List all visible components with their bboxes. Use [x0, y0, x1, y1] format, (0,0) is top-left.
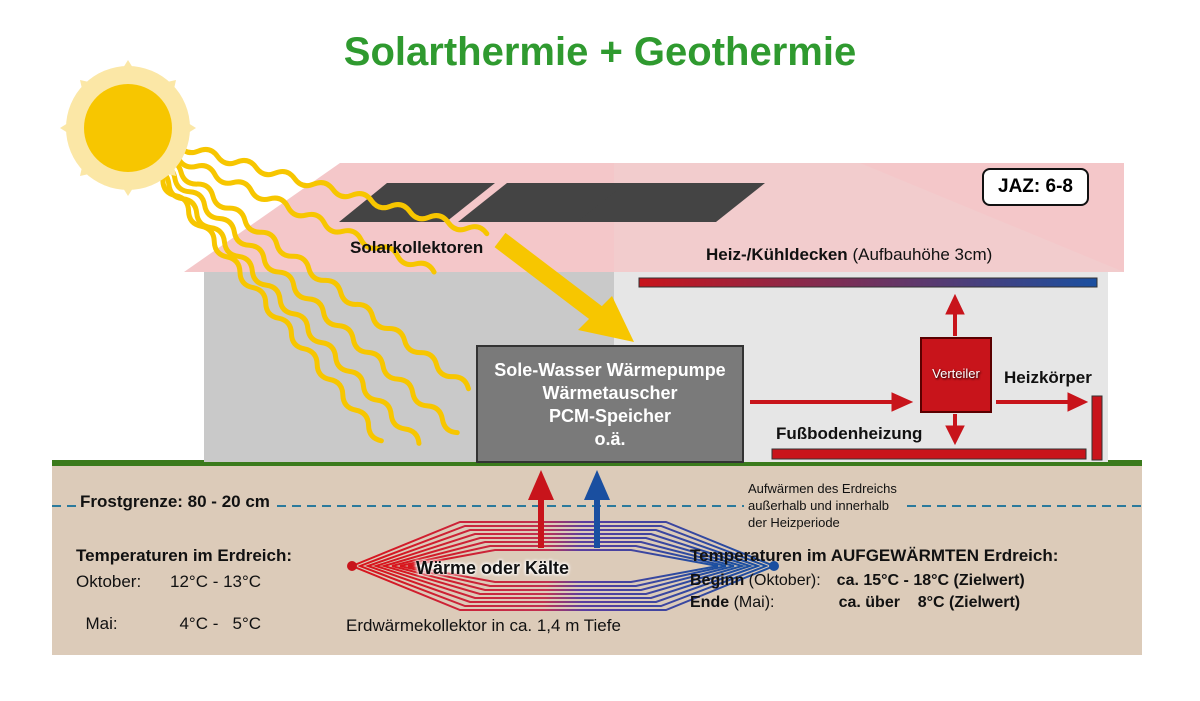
ray: [157, 146, 437, 275]
right-table-heading: Temperaturen im AUFGEWÄRMTEN Erdreich:: [690, 546, 1059, 565]
arrow-icon: [945, 293, 965, 315]
warming-note: Aufwärmen des Erdreichs außerhalb und in…: [744, 480, 901, 531]
distributor-box: Verteiler: [920, 337, 992, 413]
warming-note-line: Aufwärmen des Erdreichs: [748, 481, 897, 496]
row-label: Beginn: [690, 572, 745, 589]
arrow-icon: [945, 425, 965, 446]
radiator-bar: [1091, 395, 1103, 461]
arrow-icon: [494, 232, 606, 324]
right-table-row: Beginn (Oktober): ca. 15°C - 18°C (Zielwe…: [690, 572, 1025, 590]
solar-panel-icon: [339, 183, 495, 222]
heat-pump-line: PCM-Speicher: [548, 406, 672, 426]
ray: [152, 167, 422, 446]
jaz-badge: JAZ: 6-8: [982, 168, 1089, 206]
warming-note-line: außerhalb und innerhalb: [748, 498, 889, 513]
heat-pump-line: o.ä.: [594, 429, 626, 449]
row-range: 12°C - 13°C: [170, 572, 262, 591]
ceiling-heating-note: (Aufbauhöhe 3cm): [852, 245, 993, 264]
sun-rays: [147, 135, 490, 446]
row-paren: (Oktober):: [748, 572, 821, 589]
arrow-icon: [528, 470, 554, 500]
ceiling-heating-label: Heiz-/Kühldecken (Aufbauhöhe 3cm): [706, 245, 992, 265]
ray: [162, 157, 471, 392]
warming-note-line: der Heizperiode: [748, 515, 840, 530]
sun-icon: [60, 60, 196, 196]
heat-pump-line: Sole-Wasser Wärmepumpe: [494, 360, 726, 380]
floor-heating-label: Fußbodenheizung: [776, 424, 923, 443]
heat-pump-line: Wärmetauscher: [542, 383, 678, 403]
ceiling-heating-title: Heiz-/Kühldecken: [706, 245, 848, 264]
row-range: 4°C - 5°C: [179, 614, 262, 633]
grass-line: [52, 460, 1142, 466]
arrow-icon: [584, 470, 610, 500]
left-table-heading: Temperaturen im Erdreich:: [76, 546, 293, 565]
ground-collector: [347, 521, 779, 611]
solar-panel-icon: [577, 183, 765, 222]
radiator-label: Heizkörper: [1004, 368, 1092, 387]
right-table-row: Ende (Mai): ca. über 8°C (Zielwert): [690, 594, 1020, 612]
solar-collectors-label: Solarkollektoren: [350, 238, 484, 257]
left-table-row: Oktober: 12°C - 13°C: [76, 572, 261, 592]
floor-heating-bar: [771, 448, 1087, 460]
collector-label: Wärme oder Kälte: [416, 558, 570, 578]
arrow-icon: [891, 392, 914, 412]
ceiling-heating-bar: [638, 277, 1098, 288]
row-label: Ende: [690, 594, 730, 611]
row-value: ca. über 8°C (Zielwert): [838, 594, 1021, 611]
frost-line-label: Frostgrenze: 80 - 20 cm: [76, 492, 274, 512]
collector-depth-label: Erdwärmekollektor in ca. 1,4 m Tiefe: [346, 616, 621, 635]
left-table-row: Mai: 4°C - 5°C: [76, 594, 261, 634]
row-month: Oktober:: [76, 572, 142, 591]
arrow-icon: [1067, 392, 1089, 412]
ray: [157, 162, 460, 436]
diagram-title: Solarthermie + Geothermie: [343, 30, 857, 74]
ray: [157, 135, 490, 237]
row-value: ca. 15°C - 18°C (Zielwert): [836, 572, 1025, 589]
solar-arrow: [494, 232, 634, 342]
row-paren: (Mai):: [733, 594, 775, 611]
heat-pump-box: Sole-Wasser Wärmepumpe Wärmetauscher PCM…: [476, 345, 744, 463]
row-month: Mai:: [85, 614, 118, 633]
collector-arrows: [528, 470, 610, 548]
arrow-icon: [578, 296, 634, 342]
distribution-arrows: [750, 293, 1089, 446]
ray: [147, 162, 384, 444]
